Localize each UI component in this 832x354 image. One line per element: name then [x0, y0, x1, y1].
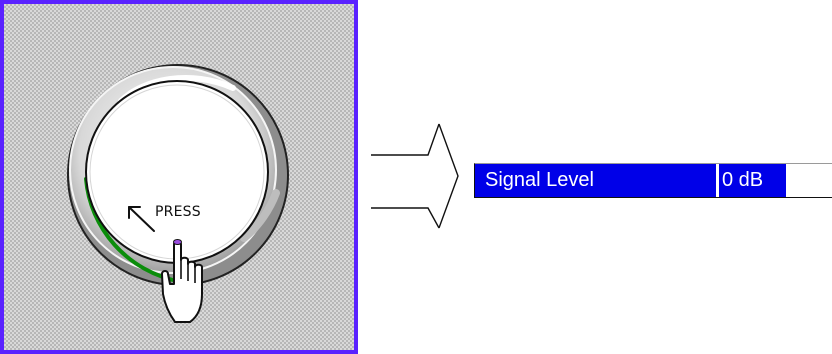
- press-label: PRESS: [155, 204, 201, 220]
- press-arrow-icon: [128, 206, 155, 232]
- hand-pointer-icon: [161, 239, 203, 323]
- rotary-knob-panel: PRESS: [0, 0, 358, 354]
- rotary-knob[interactable]: [4, 4, 354, 350]
- signal-level-display: Signal Level 0 dB: [474, 163, 832, 198]
- signal-level-label: Signal Level: [475, 164, 716, 197]
- signal-level-value: 0 dB: [719, 164, 786, 197]
- right-arrow-icon: [371, 123, 459, 229]
- signal-level-empty-space: [786, 164, 832, 197]
- knob-center-face[interactable]: [85, 80, 269, 264]
- signal-level-divider: [716, 164, 719, 197]
